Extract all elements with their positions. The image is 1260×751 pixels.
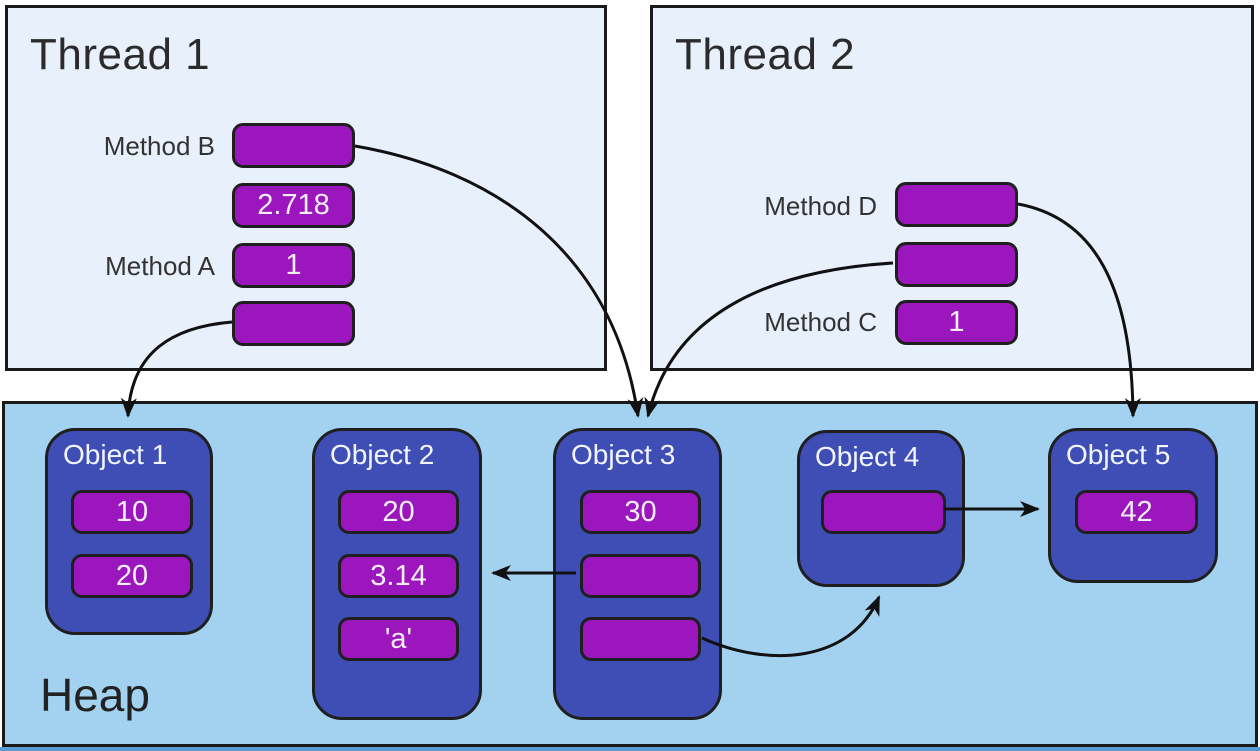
heap-object-4: Object 4 [797, 430, 965, 587]
heap-object-5: Object 5 42 [1048, 428, 1218, 583]
method-a-label: Method A [105, 251, 215, 281]
thread2-stack-frame-method-c: 1 [895, 300, 1018, 345]
object3-slot-1 [580, 554, 701, 598]
bottom-edge-strip [0, 747, 1260, 751]
thread1-stack-frame-method-b [232, 123, 355, 168]
object2-slot-2: 'a' [338, 617, 459, 661]
thread2-stack-frame-method-d [895, 182, 1018, 227]
method-d-label: Method D [764, 191, 877, 221]
object1-title: Object 1 [63, 439, 168, 470]
object1-slot-1: 20 [71, 554, 193, 598]
object1-slot-0: 10 [71, 490, 193, 534]
object3-slot-2 [580, 617, 701, 661]
thread1-stack-frame-value: 2.718 [232, 183, 355, 228]
object5-title: Object 5 [1066, 439, 1171, 470]
method-c-label: Method C [764, 307, 877, 337]
object4-slot-0 [821, 490, 946, 534]
object3-slot-0: 30 [580, 490, 701, 534]
thread2-stack-frame-reference [895, 242, 1018, 287]
method-b-label: Method B [103, 131, 215, 161]
thread1-stack-frame-reference [232, 301, 355, 346]
object5-slot-0: 42 [1075, 490, 1198, 534]
object2-slot-0: 20 [338, 490, 459, 534]
thread1-title: Thread 1 [30, 30, 211, 79]
object3-title: Object 3 [571, 439, 676, 470]
heap-object-2: Object 2 20 3.14 'a' [312, 428, 482, 720]
object2-title: Object 2 [330, 439, 435, 470]
heap-object-3: Object 3 30 [553, 428, 722, 720]
object2-slot-1: 3.14 [338, 554, 459, 598]
thread1-stack-frame-method-a: 1 [232, 243, 355, 288]
thread2-title: Thread 2 [675, 30, 856, 79]
heap-title: Heap [40, 669, 150, 721]
object4-title: Object 4 [815, 441, 920, 472]
heap-object-1: Object 1 10 20 [45, 428, 213, 635]
